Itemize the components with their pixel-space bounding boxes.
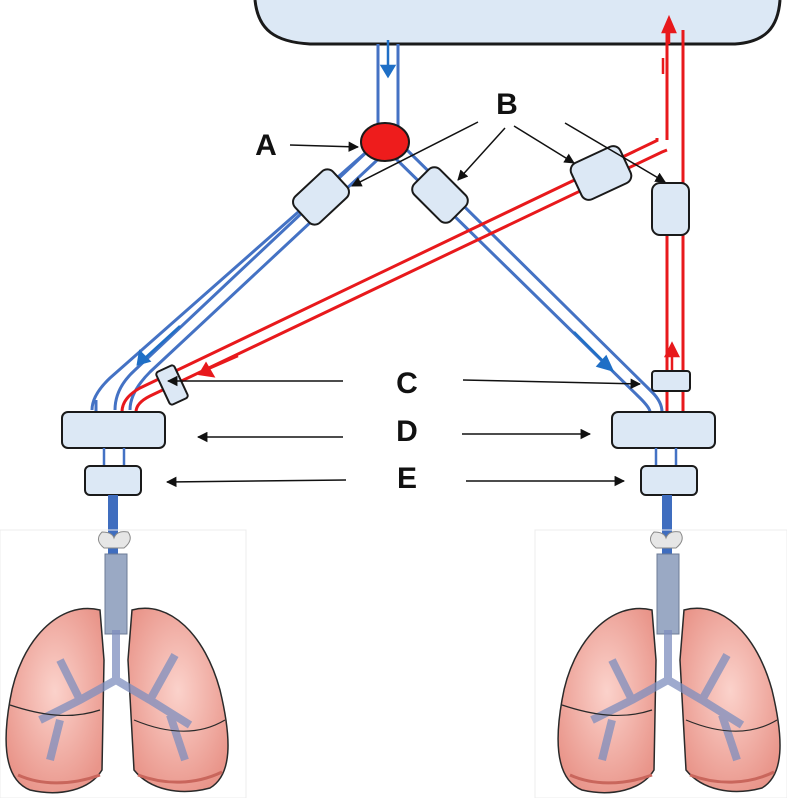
label-a: A <box>255 129 277 162</box>
filter-b-right <box>651 182 690 236</box>
inspiratory-tubing <box>90 44 664 413</box>
filter-b-left <box>292 168 350 226</box>
expiratory-flow-arrows <box>197 14 681 378</box>
label-c: C <box>396 367 418 400</box>
label-b: B <box>496 88 518 121</box>
lungs-right <box>534 529 787 798</box>
component-c-right <box>651 370 691 392</box>
filter-b-middle <box>411 166 469 224</box>
filters-b <box>292 145 690 236</box>
lungs-left <box>0 529 247 798</box>
label-d: D <box>396 415 418 448</box>
component-e-right <box>640 465 698 496</box>
component-e-left <box>84 465 142 496</box>
expiratory-tubing <box>120 30 685 413</box>
ventilator-body <box>253 0 782 46</box>
component-d-right <box>611 411 716 449</box>
d-e-connectors <box>102 448 678 466</box>
label-e: E <box>397 462 417 495</box>
component-d-left <box>61 411 166 449</box>
pointer-arrows <box>165 121 666 488</box>
components-d <box>61 411 716 449</box>
valve-a <box>360 122 410 162</box>
filter-b-upper-right <box>569 145 633 201</box>
endotracheal-tubes <box>108 495 672 587</box>
inspiratory-flow-arrows <box>136 40 615 372</box>
component-c-left <box>155 364 189 406</box>
